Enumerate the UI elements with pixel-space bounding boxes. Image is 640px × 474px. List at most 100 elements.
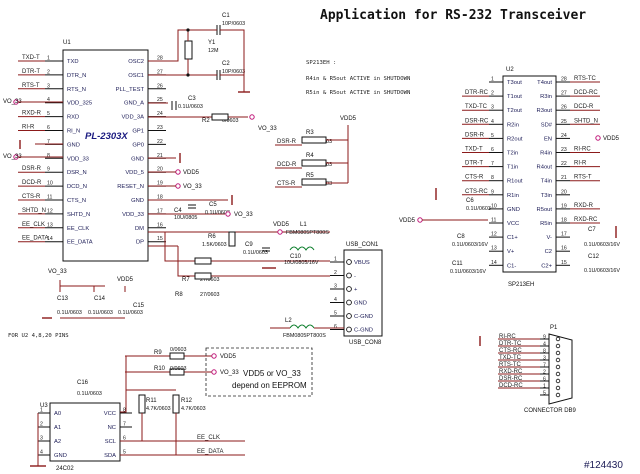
u3-pin-2-num: 2 bbox=[40, 422, 43, 428]
c14-val: 0.1U/0603 bbox=[88, 310, 113, 316]
p1-pin-2-contact bbox=[555, 371, 561, 377]
r12-val: 4.7K/0603 bbox=[181, 406, 206, 412]
u2-pin-24-num: 24 bbox=[561, 133, 567, 139]
u2-pin-25-num: 25 bbox=[561, 119, 567, 125]
u2-pin-3-name: T2out bbox=[507, 108, 522, 114]
u2-left-net-label-3: TXD-TC bbox=[465, 104, 488, 110]
c1-val: 10P/0603 bbox=[222, 21, 245, 27]
r3-body bbox=[301, 136, 327, 144]
u2-left-net-label-8: CTS-R bbox=[465, 175, 484, 181]
usb-pin-4-num: 4 bbox=[334, 297, 337, 303]
u1-pin-20-name: VDD_5 bbox=[125, 170, 144, 176]
u2-pin-2-num: 2 bbox=[491, 91, 494, 97]
r12-body bbox=[172, 394, 180, 414]
u2-pin-17-name: V- bbox=[547, 235, 553, 241]
r11-body bbox=[138, 394, 146, 414]
u2-pin-20-name: T3in bbox=[541, 193, 552, 199]
u2-pin-19-num: 19 bbox=[561, 203, 567, 209]
u2-left-net-label-9: CTS-RC bbox=[465, 189, 488, 195]
u2-left-net-label-2: DTR-RC bbox=[465, 90, 489, 96]
usb-pin-2-contact bbox=[346, 272, 352, 279]
u1-pin-21-name: GND bbox=[131, 156, 144, 162]
r10-body bbox=[169, 368, 185, 376]
u1-pin-28-num: 28 bbox=[157, 56, 163, 62]
p1-pins: 948372615RI-RCDTR-TCCTS-RCTXD-TCRTS-TCRX… bbox=[498, 334, 561, 398]
l1-vdd5-label: VDD5 bbox=[273, 222, 290, 228]
u1-pin-16-name: DM bbox=[135, 226, 144, 232]
r5-net-label: CTS-R bbox=[277, 181, 296, 187]
p1-pin-5-num: 5 bbox=[543, 391, 546, 397]
u2-pin-25-name: SD# bbox=[541, 122, 553, 128]
u3-pin-4-name: GND bbox=[54, 453, 67, 459]
p1-net-label-5: RTS-TC bbox=[499, 362, 522, 368]
u3-pin-8-name: VCC bbox=[104, 411, 116, 417]
u1-pin-1-num: 1 bbox=[47, 56, 50, 62]
u2-pin-14-name: C1- bbox=[507, 263, 516, 269]
r12-ref: R12 bbox=[181, 398, 193, 404]
u2-pin-7-num: 7 bbox=[491, 161, 494, 167]
c8-ref: C8 bbox=[457, 234, 465, 240]
u1-pin-15-num: 15 bbox=[157, 236, 163, 242]
u1-ref: U1 bbox=[63, 40, 71, 46]
u1-pin-3-num: 3 bbox=[47, 83, 50, 89]
u3-part: 24C02 bbox=[56, 466, 74, 472]
u2-right-net-label-10: RXD-R bbox=[574, 203, 594, 209]
r9-body bbox=[169, 352, 185, 360]
l1-coil bbox=[289, 246, 315, 251]
usb-pin-6-name: C-GND bbox=[354, 328, 373, 334]
l1-ref: L1 bbox=[300, 222, 307, 228]
u2-pin-10-num: 10 bbox=[491, 203, 497, 209]
u2-right-net-label-3: DCD-R bbox=[574, 104, 594, 110]
u1-pin-18-num: 18 bbox=[157, 195, 163, 201]
r2-ref: R2 bbox=[202, 118, 210, 124]
u2-right-net-label-2: DCD-RC bbox=[574, 90, 598, 96]
u2-pin-28-name: T4out bbox=[537, 80, 552, 86]
usb-pin-5-num: 5 bbox=[334, 311, 337, 317]
p1-pin-6-num: 6 bbox=[543, 377, 546, 383]
u2-left-nets: DTR-RCTXD-TCDSR-RCDSR-RTXD-TDTR-TCTS-RCT… bbox=[462, 90, 489, 196]
c11-ref: C11 bbox=[452, 261, 463, 267]
u2-pin-5-num: 5 bbox=[491, 133, 494, 139]
u2-pin-10-name: GND bbox=[507, 207, 520, 213]
u2-pin-9-num: 9 bbox=[491, 189, 494, 195]
u2-pin-22-name: R4out bbox=[537, 165, 553, 171]
u1-net-label-3: RTS-T bbox=[22, 83, 40, 89]
u1-pin-25-num: 25 bbox=[157, 97, 163, 103]
u3-pin-3-num: 3 bbox=[40, 436, 43, 442]
p1-pin-2-num: 2 bbox=[543, 370, 546, 376]
u2-right-net-label-8: RTS-T bbox=[574, 175, 592, 181]
r11-val: 4.7K/0603 bbox=[146, 406, 171, 412]
p1-pin-1-num: 1 bbox=[543, 384, 546, 390]
dm-wire bbox=[164, 232, 330, 262]
u2-pin-28-num: 28 bbox=[561, 77, 567, 83]
u3-body bbox=[49, 402, 121, 462]
c2-ref: C2 bbox=[222, 61, 230, 67]
c10-val: 10U/0805/16V bbox=[284, 260, 319, 266]
u1-pin-2-name: DTR_N bbox=[67, 73, 86, 79]
osc2-wire bbox=[148, 29, 217, 62]
u1-pin-10-name: DCD_N bbox=[67, 184, 87, 190]
u2-right-net-label-1: RTS-TC bbox=[574, 76, 597, 82]
c4-ref: C4 bbox=[174, 208, 182, 214]
u3-pin-8-num: 8 bbox=[123, 408, 126, 414]
u1-pin-26-name: PLL_TEST bbox=[116, 87, 145, 93]
u3-pin-6-name: SCL bbox=[105, 439, 117, 445]
usb-pin-1-name: VBUS bbox=[354, 260, 370, 266]
c1-ref: C1 bbox=[222, 13, 230, 19]
l2-val: FBM0805PT800S bbox=[283, 333, 326, 339]
r6-body bbox=[228, 231, 236, 247]
usb-pin-4-contact bbox=[346, 299, 352, 306]
u2-pin-8-num: 8 bbox=[491, 175, 494, 181]
u1-pin-22-num: 22 bbox=[157, 139, 163, 145]
u2-pin-11-num: 11 bbox=[491, 218, 496, 224]
u2-pin-23-num: 23 bbox=[561, 147, 567, 153]
u1-left-nets: TXD-TDTR-TRTS-TRXD-RRI-RDSR-RDCD-RCTS-RS… bbox=[18, 55, 48, 243]
r2-vo33-label: VO_33 bbox=[258, 126, 277, 132]
r10-val: 0/0603 bbox=[170, 366, 187, 372]
u2-pin-21-name: T4in bbox=[541, 179, 552, 185]
r9-ref: R9 bbox=[154, 350, 162, 356]
r10-vo33-label: VO_33 bbox=[220, 370, 239, 376]
c15-ref: C15 bbox=[133, 303, 145, 309]
c10-ref: C10 bbox=[290, 254, 302, 260]
u1-pin-3-name: RTS_N bbox=[67, 87, 86, 93]
